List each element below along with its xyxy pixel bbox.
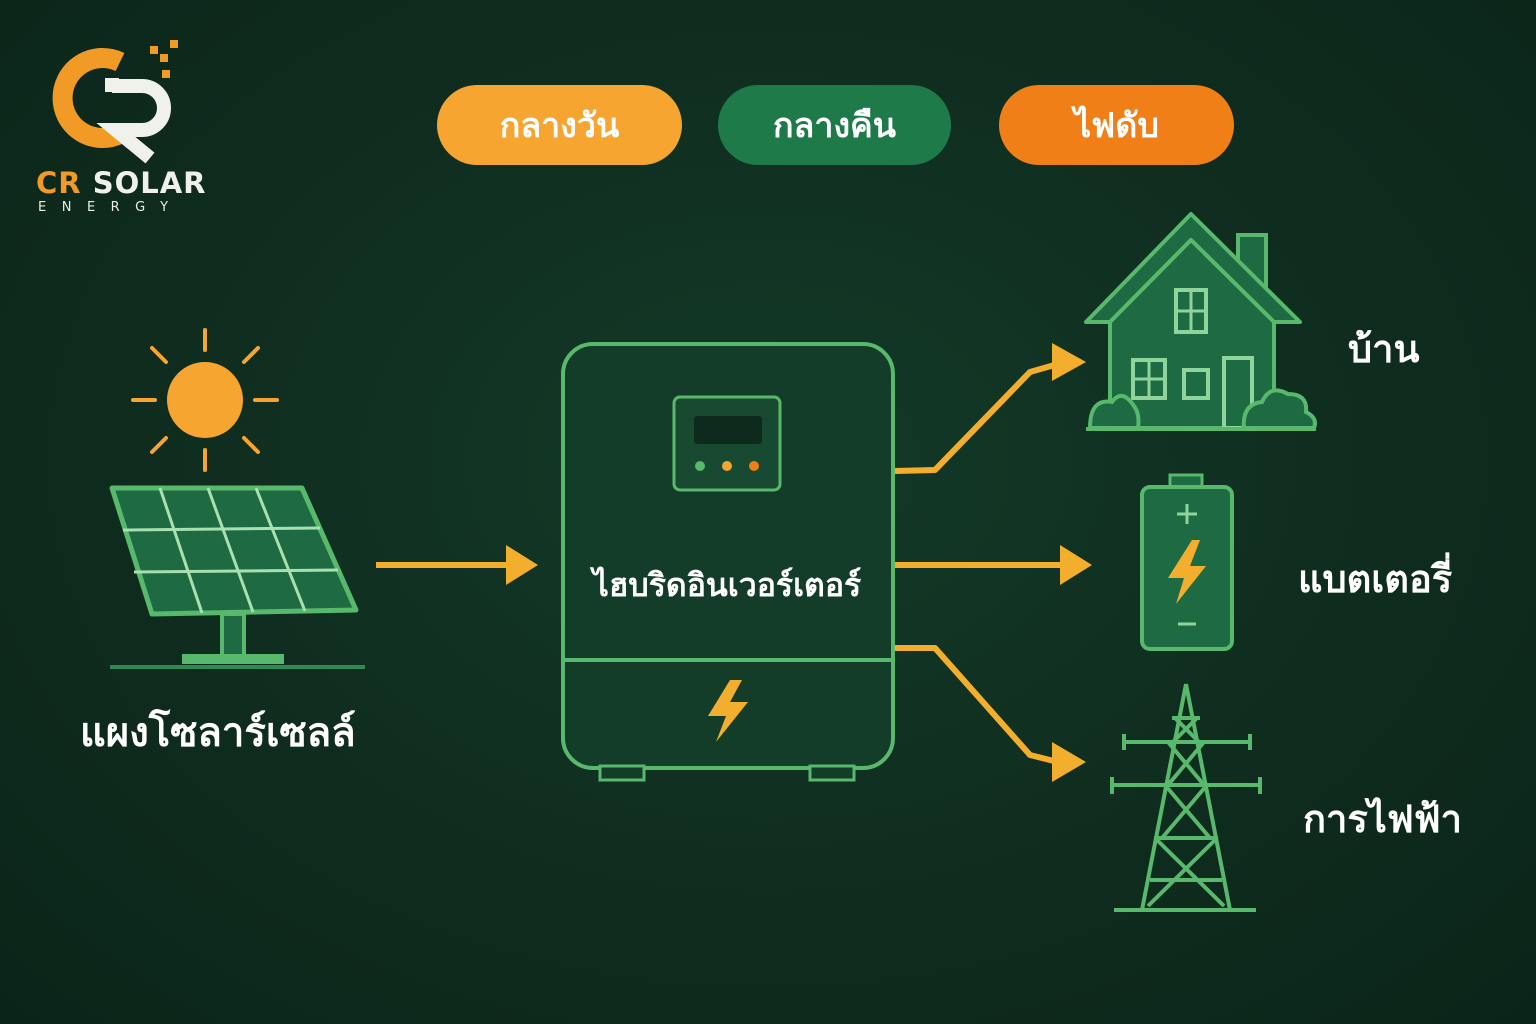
flow-arrow-inverter-to-grid [895,645,1086,782]
flow-arrow-inverter-to-battery [895,545,1092,585]
mode-pill-outage[interactable]: ไฟดับ [999,85,1234,165]
inverter-icon [561,342,895,782]
flow-arrow-solar-to-inverter [376,545,538,585]
inverter-label: ไฮบริดอินเวอร์เตอร์ [592,566,862,604]
lightning-icon [708,680,748,742]
solar-panel-icon [109,485,365,669]
solar-panel-label: แผงโซลาร์เซลล์ [80,710,356,756]
grid-label: การไฟฟ้า [1303,797,1463,841]
house-icon [1084,212,1317,431]
cr-logo-icon [52,40,178,164]
battery-label: แบตเตอรี่ [1298,557,1453,601]
mode-pill-night[interactable]: กลางคืน [718,85,951,165]
brand-tagline: ENERGY [38,200,184,215]
house-label: บ้าน [1348,327,1420,371]
brand-name: CR SOLAR [36,166,236,200]
mode-pill-day[interactable]: กลางวัน [437,85,682,165]
flow-arrow-inverter-to-house [894,343,1086,474]
brand-name-solar: SOLAR [81,166,207,200]
brand-name-cr: CR [36,166,82,200]
battery-icon [1140,473,1234,651]
power-tower-icon [1110,683,1262,912]
brand-logo: CR SOLAR ENERGY [30,30,240,230]
sun-icon [131,328,279,472]
